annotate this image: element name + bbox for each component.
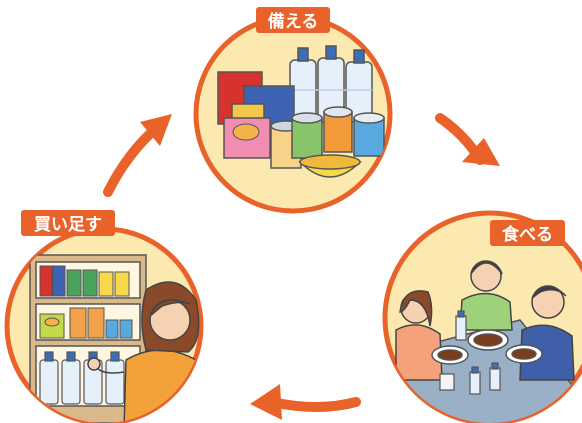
- prepare-label: 備える: [256, 7, 330, 33]
- stockpile-illustration: [217, 45, 385, 178]
- shopper-woman-icon: [87, 281, 201, 423]
- pink-box-icon: [223, 117, 271, 159]
- noodle-bowl-icon: [298, 154, 362, 178]
- svg-text:食べる: 食べる: [502, 224, 553, 245]
- arrow-prepare-to-eat: [435, 113, 500, 166]
- person-girl-icon: [459, 260, 513, 331]
- person-man-icon: [519, 285, 575, 381]
- table-bottles-icon: [439, 310, 501, 395]
- restocking-illustration: [29, 254, 201, 423]
- restock-circle: 買い足す: [4, 210, 204, 423]
- family-eating-illustration: [395, 260, 582, 423]
- svg-text:買い足す: 買い足す: [34, 215, 102, 235]
- arrow-eat-to-restock: [250, 384, 361, 420]
- person-woman-icon: [395, 290, 443, 381]
- svg-text:備える: 備える: [268, 11, 319, 32]
- shelf-snacks-icon: [39, 307, 133, 339]
- cans-icon: [270, 106, 385, 169]
- eat-label: 食べる: [490, 220, 565, 246]
- arrow-restock-to-prepare: [103, 114, 172, 197]
- shelf-water-bottles-icon: [39, 351, 125, 405]
- water-bottles-icon: [289, 45, 373, 123]
- prepare-circle: 備える: [193, 7, 393, 214]
- curry-plates-icon: [431, 329, 543, 365]
- restock-label: 買い足す: [21, 210, 115, 236]
- shelf-boxes-icon: [39, 265, 130, 297]
- eat-circle: 食べる: [382, 210, 582, 423]
